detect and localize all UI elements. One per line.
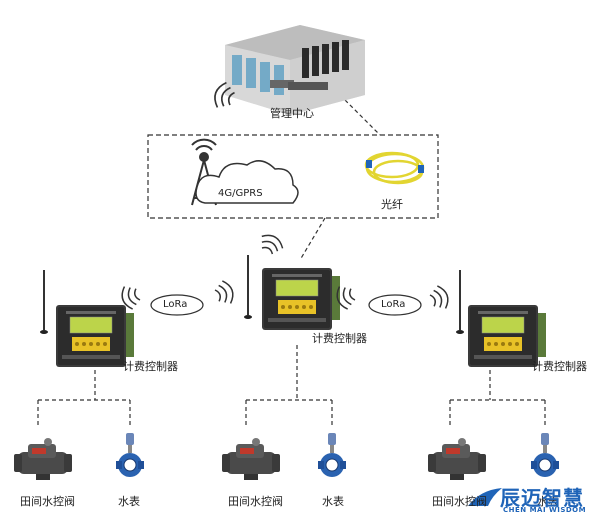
water-meter-icon [530,432,560,478]
network-box [147,134,439,219]
label-fiber: 光纤 [381,198,403,211]
label-meter-left: 水表 [118,495,140,508]
label-lora-right: LoRa [381,299,406,310]
brand-subtitle: CHEN MAI WISDOM [503,506,587,514]
lora-link-right [333,282,452,316]
label-meter-right: 水表 [537,495,559,508]
valve-icon [428,438,486,480]
label-valve-center: 田间水控阀 [228,495,283,508]
cloud-icon [195,160,299,204]
lora-link-left [118,278,237,316]
valve-icon [222,438,280,480]
label-valve-left: 田间水控阀 [20,495,75,508]
valve-icon [14,438,72,480]
label-lora-left: LoRa [163,299,188,310]
label-management-center: 管理中心 [270,107,314,120]
fiber-cable-icon [364,151,425,185]
label-controller-right: 计费控制器 [532,360,587,373]
server-room-icon [225,25,365,115]
label-controller-left: 计费控制器 [123,360,178,373]
controller-device-icon [243,254,341,331]
connection-lines [37,94,546,428]
water-meter-icon [317,432,347,478]
label-controller-center: 计费控制器 [312,332,367,345]
brand-name: 辰迈智慧 [500,486,584,510]
label-network-4g: 4G/GPRS [218,188,263,199]
brand-logo-icon [468,488,502,506]
label-meter-center: 水表 [322,495,344,508]
water-meter-icon [115,432,145,478]
label-valve-right: 田间水控阀 [432,495,487,508]
controller-device-icon [39,269,135,368]
signal-waves-icon [256,230,287,258]
controller-device-icon [455,269,547,368]
